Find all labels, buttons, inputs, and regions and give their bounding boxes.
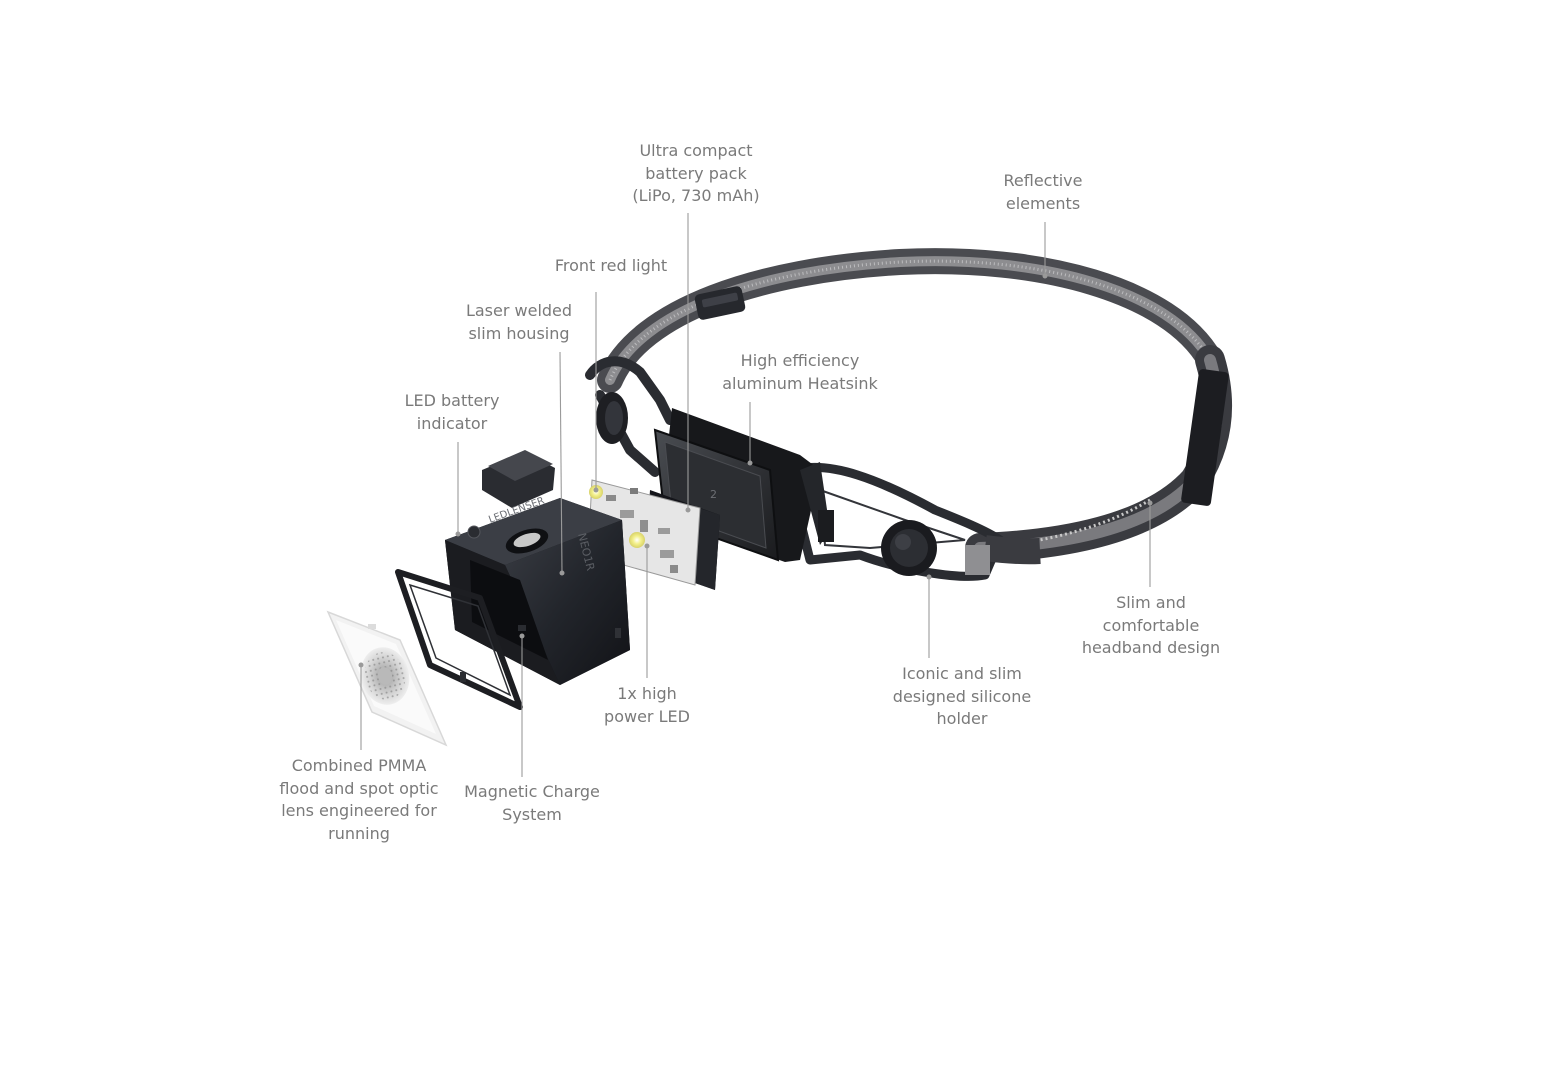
headband (585, 248, 1233, 581)
label-line: holder (936, 709, 988, 728)
label-slim-headband: Slim and comfortable headband design (1071, 592, 1231, 660)
label-laser-housing: Laser welded slim housing (449, 300, 589, 345)
label-heatsink: High efficiency aluminum Heatsink (710, 350, 890, 395)
label-line: System (502, 804, 562, 824)
label-reflective-elements: Reflective elements (983, 170, 1103, 215)
label-line: Slim and (1116, 593, 1186, 612)
label-line: flood and spot optic (279, 778, 439, 798)
svg-text:2: 2 (710, 488, 717, 501)
label-line: running (328, 823, 390, 843)
label-line: (LiPo, 730 mAh) (632, 186, 760, 205)
label-line: lens engineered for (281, 801, 437, 820)
label-line: LED battery (404, 391, 500, 410)
label-line: Front red light (554, 256, 668, 275)
label-pmma-lens: Combined PMMA flood and spot optic lens … (264, 755, 454, 845)
label-line: headband design (1081, 638, 1221, 657)
label-line: Magnetic Charge (464, 782, 600, 801)
label-battery-pack: Ultra compact battery pack (LiPo, 730 mA… (616, 140, 776, 208)
label-line: power LED (604, 706, 690, 726)
high-power-led (629, 532, 645, 548)
leader-lines (358, 213, 1153, 777)
heatsink: 2 (653, 408, 834, 562)
label-front-red-light: Front red light (541, 255, 681, 278)
label-magnetic-charge: Magnetic Charge System (452, 781, 612, 826)
label-line: Iconic and slim (902, 664, 1022, 683)
label-line: Laser welded (465, 301, 573, 320)
magnetic-charge-frame (395, 569, 526, 710)
label-led-battery-indicator: LED battery indicator (392, 390, 512, 435)
label-line: Combined PMMA (291, 756, 427, 775)
label-line: aluminum Heatsink (722, 373, 878, 393)
label-high-power-led: 1x high power LED (587, 683, 707, 728)
label-line: comfortable (1102, 615, 1200, 635)
label-line: designed silicone (892, 686, 1032, 706)
label-line: slim housing (468, 323, 570, 343)
label-line: 1x high (617, 684, 677, 703)
label-line: Ultra compact (639, 141, 753, 160)
label-silicone-holder: Iconic and slim designed silicone holder (882, 663, 1042, 731)
label-line: indicator (416, 413, 488, 433)
label-line: Reflective (1003, 171, 1083, 190)
label-line: High efficiency (740, 351, 860, 370)
housing: LEDLENSER NEO1R (445, 495, 630, 685)
led-battery-indicator (467, 525, 481, 539)
button-cap (482, 450, 555, 508)
label-line: battery pack (645, 163, 747, 183)
pmma-lens (326, 610, 448, 747)
strap-end-tab (1181, 369, 1229, 506)
label-line: elements (1005, 193, 1081, 213)
